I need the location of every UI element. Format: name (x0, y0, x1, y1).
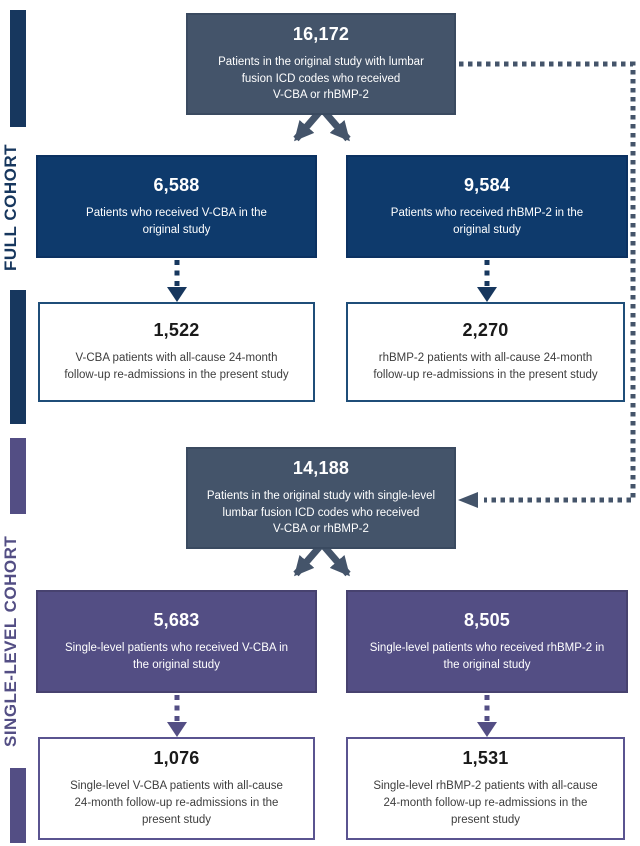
full-vcba-box: 6,588 Patients who received V-CBA in the… (36, 155, 317, 258)
full-cohort-rail-bar-bottom (10, 290, 26, 424)
full-vcba-count: 6,588 (153, 174, 200, 195)
single-vcba-outcome-box: 1,076 Single-level V-CBA patients with a… (38, 737, 315, 840)
single-rhbmp2-count: 8,505 (463, 609, 511, 630)
single-rhbmp2-outcome-description: Single-level rhBMP-2 patients with all-c… (373, 780, 598, 826)
dashed-arrow-rhbmp2-single (477, 695, 497, 737)
single-level-rail-bar-bottom (10, 768, 26, 843)
full-cohort-section-label: FULL COHORT (1, 143, 20, 271)
single-vcba-description: Single-level patients who received V-CBA… (64, 641, 289, 671)
full-total-count: 16,172 (292, 23, 350, 44)
single-total-description: Patients in the original study with sing… (206, 489, 436, 536)
single-rhbmp2-outcome-box: 1,531 Single-level rhBMP-2 patients with… (346, 737, 625, 840)
full-rhbmp2-count: 9,584 (463, 174, 511, 195)
full-vcba-description: Patients who received V-CBA in the origi… (86, 206, 267, 236)
dashed-arrow-vcba-full (167, 260, 187, 302)
dotted-connector-total-to-single (458, 61, 636, 508)
single-rhbmp2-box: 8,505 Single-level patients who received… (346, 590, 628, 693)
single-vcba-count: 5,683 (153, 609, 200, 630)
full-rhbmp2-outcome-count: 2,270 (462, 320, 509, 341)
single-rhbmp2-description: Single-level patients who received rhBMP… (369, 641, 605, 671)
full-rhbmp2-outcome-box: 2,270 rhBMP-2 patients with all-cause 24… (346, 302, 625, 402)
single-rhbmp2-outcome-count: 1,531 (462, 748, 509, 769)
full-rhbmp2-description: Patients who received rhBMP-2 in the ori… (390, 206, 584, 236)
full-rhbmp2-outcome-description: rhBMP-2 patients with all-cause 24-month… (373, 352, 598, 381)
full-vcba-outcome-count: 1,522 (153, 320, 200, 341)
single-vcba-outcome-description: Single-level V-CBA patients with all-cau… (70, 780, 283, 826)
single-total-count: 14,188 (292, 457, 350, 478)
full-rhbmp2-box: 9,584 Patients who received rhBMP-2 in t… (346, 155, 628, 258)
single-level-section-label: SINGLE-LEVEL COHORT (1, 535, 20, 747)
dashed-arrow-rhbmp2-full (477, 260, 497, 302)
single-vcba-box: 5,683 Single-level patients who received… (36, 590, 317, 693)
dashed-arrow-vcba-single (167, 695, 187, 737)
single-level-rail-bar-top (10, 438, 26, 514)
single-vcba-outcome-count: 1,076 (153, 748, 200, 769)
full-vcba-outcome-box: 1,522 V-CBA patients with all-cause 24-m… (38, 302, 315, 402)
single-total-box: 14,188 Patients in the original study wi… (186, 447, 456, 549)
full-cohort-total-box: 16,172 Patients in the original study wi… (186, 13, 456, 115)
full-cohort-rail-bar-top (10, 10, 26, 127)
full-total-description: Patients in the original study with lumb… (218, 55, 424, 102)
full-vcba-outcome-description: V-CBA patients with all-cause 24-month f… (64, 352, 289, 381)
